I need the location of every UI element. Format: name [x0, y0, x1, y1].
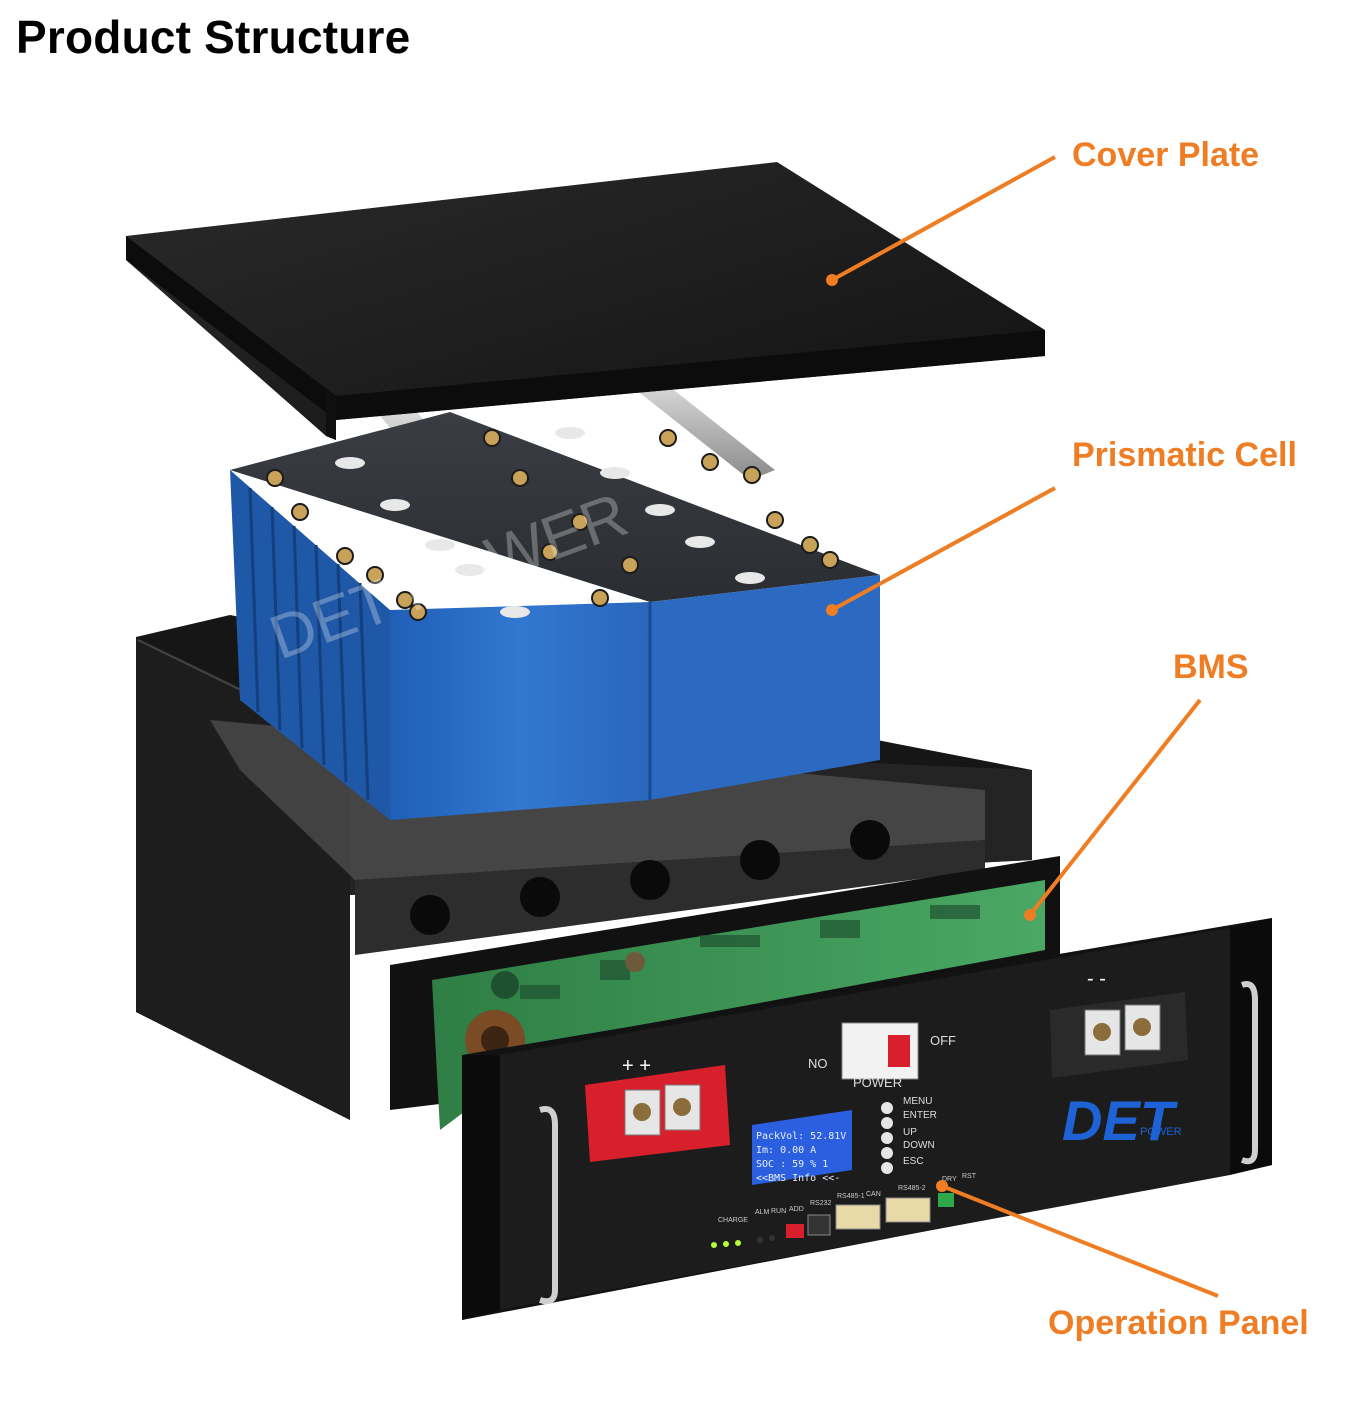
- lcd-line-3: SOC : 59 % 1: [756, 1159, 828, 1170]
- positive-polarity-label: + +: [622, 1055, 651, 1077]
- lcd-screen: [752, 1110, 852, 1185]
- port-label-dry: DRY: [942, 1176, 957, 1183]
- lcd-line-1: PackVol: 52.81V: [756, 1131, 846, 1142]
- cover-plate: [126, 162, 1045, 440]
- operation-panel: [462, 918, 1272, 1320]
- switch-caption: POWER: [853, 1075, 902, 1090]
- port-label-rs232: RS232: [810, 1200, 832, 1207]
- page-title: Product Structure: [16, 11, 411, 63]
- callout-bms: BMS: [1173, 648, 1249, 686]
- switch-on-label: NO: [808, 1056, 828, 1071]
- prismatic-cell-dot: [826, 604, 838, 616]
- button-label-enter: ENTER: [903, 1110, 937, 1121]
- bms-leader: [1028, 698, 1202, 917]
- lcd-text: PackVol: 52.81V Im: 0.00 A SOC : 59 % 1 …: [756, 1131, 846, 1184]
- switch-off-label: OFF: [930, 1033, 956, 1048]
- callout-lines: [826, 155, 1219, 1298]
- lcd-line-2: Im: 0.00 A: [756, 1145, 816, 1156]
- callout-cover-plate: Cover Plate: [1072, 136, 1260, 174]
- bms-dot: [1024, 909, 1036, 921]
- operation-panel-dot: [936, 1180, 948, 1192]
- indicator-label-run: RUN: [771, 1208, 786, 1215]
- cover-plate-dot: [826, 274, 838, 286]
- cover-plate-leader: [831, 155, 1056, 282]
- callout-operation-panel: Operation Panel: [1048, 1304, 1309, 1342]
- button-label-menu: MENU: [903, 1096, 932, 1107]
- lcd-line-4: <<BMS Info <<-: [756, 1173, 840, 1184]
- prismatic-cell-pack: [230, 375, 880, 820]
- operation-panel-leader: [941, 1184, 1219, 1298]
- button-label-esc: ESC: [903, 1156, 924, 1167]
- indicator-label-add: ADD: [789, 1206, 804, 1213]
- callout-prismatic-cell: Prismatic Cell: [1072, 436, 1297, 474]
- button-label-down: DOWN: [903, 1140, 935, 1151]
- port-label-rs485-1: RS485-1: [837, 1193, 865, 1200]
- prismatic-cell-leader: [831, 486, 1056, 612]
- indicator-label-alm: ALM: [755, 1209, 770, 1216]
- button-label-up: UP: [903, 1127, 917, 1138]
- brand-logo: DET: [1062, 1089, 1179, 1152]
- panel-labels: + + - - NO OFF POWER MENU ENTER UP DOWN …: [622, 968, 1182, 1224]
- indicator-label-charge: CHARGE: [718, 1217, 748, 1224]
- port-label-rst: RST: [962, 1173, 977, 1180]
- negative-polarity-label: - -: [1087, 968, 1106, 990]
- brand-subtitle: POWER: [1140, 1126, 1182, 1138]
- port-label-rs485-2: RS485-2: [898, 1185, 926, 1192]
- port-label-can: CAN: [866, 1191, 881, 1198]
